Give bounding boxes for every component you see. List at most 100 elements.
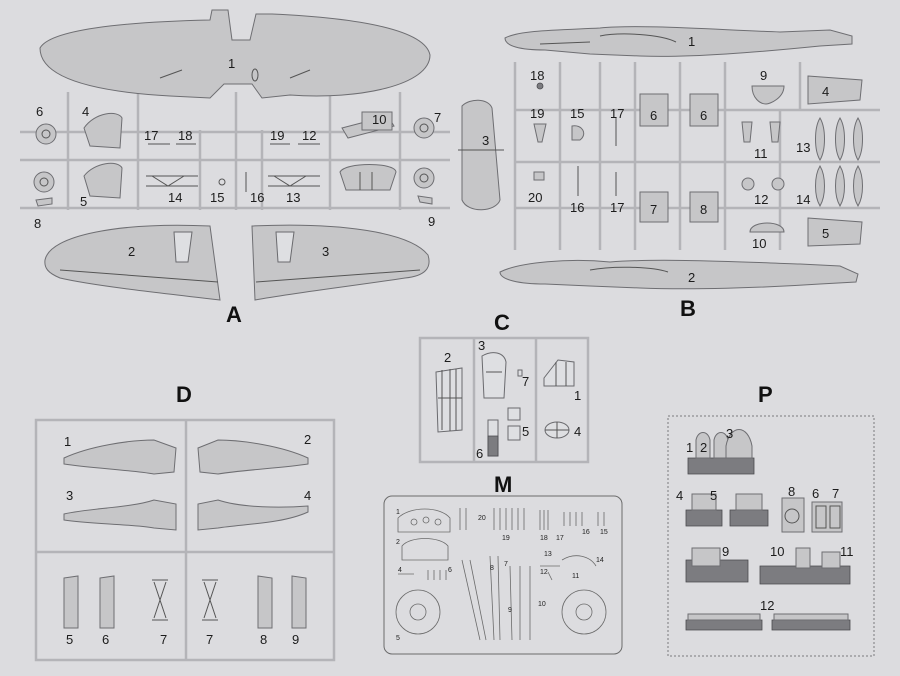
part-b4-tailplane <box>807 75 863 105</box>
label-b18: 18 <box>530 68 544 83</box>
label-p3: 3 <box>726 426 733 441</box>
label-p7: 7 <box>832 486 839 501</box>
sprue-c-letter: C <box>494 310 510 335</box>
part-m-seatbelts <box>459 508 525 530</box>
part-m5-engine-face <box>395 589 441 635</box>
label-a3-tail: 3 <box>482 133 489 148</box>
part-a6-wheel <box>35 123 57 145</box>
label-a13: 13 <box>286 190 300 205</box>
label-m8: 8 <box>490 565 494 572</box>
sprue-a-frame <box>20 92 450 210</box>
label-b14: 14 <box>796 192 810 207</box>
part-a14-strut <box>146 175 198 187</box>
label-m2: 2 <box>396 539 400 546</box>
label-b19: 19 <box>530 106 544 121</box>
part-b7-panel <box>639 191 669 223</box>
part-b11-exhaust <box>741 121 781 143</box>
label-p1: 1 <box>686 440 693 455</box>
label-b2: 2 <box>688 270 695 285</box>
part-p-base-2 <box>685 509 723 527</box>
sprue-b: 1 2 4 5 6 6 7 8 9 10 11 12 13 14 15 16 1… <box>499 26 880 321</box>
part-p8-plate <box>781 497 805 533</box>
label-m18: 18 <box>540 535 548 542</box>
part-b5-tailplane <box>807 217 863 247</box>
resin-p-letter: P <box>758 382 773 407</box>
part-p12-base-left <box>685 619 763 631</box>
label-c6: 6 <box>476 446 483 461</box>
resin-p-frame <box>667 415 875 657</box>
part-b10-bowl <box>749 222 785 233</box>
sprue-c-labels: 1 2 3 4 5 6 7 <box>444 338 581 461</box>
label-m7: 7 <box>504 561 508 568</box>
label-m14: 14 <box>596 557 604 564</box>
label-b12: 12 <box>754 192 768 207</box>
label-d3: 3 <box>66 488 73 503</box>
label-a2: 2 <box>128 244 135 259</box>
part-d8-door <box>257 575 273 629</box>
label-b13: 13 <box>796 140 810 155</box>
label-a18: 18 <box>178 128 192 143</box>
part-a1-upper-wing <box>39 9 431 99</box>
part-b6-panel-2 <box>689 93 719 127</box>
label-c4: 4 <box>574 424 581 439</box>
label-p12: 12 <box>760 598 774 613</box>
part-d3-nacelle <box>63 499 177 531</box>
label-b20: 20 <box>528 190 542 205</box>
part-p10-base <box>759 565 851 585</box>
label-d7-2: 7 <box>206 632 213 647</box>
part-d1-nacelle <box>63 439 177 475</box>
label-m9: 9 <box>508 607 512 614</box>
label-b6: 6 <box>650 108 657 123</box>
part-d7-leg-2 <box>202 579 218 621</box>
label-b8: 8 <box>700 202 707 217</box>
label-m13: 13 <box>544 551 552 558</box>
label-a5: 5 <box>80 194 87 209</box>
part-b2-fuselage-half <box>499 259 859 290</box>
label-m6: 6 <box>448 567 452 574</box>
label-p8: 8 <box>788 484 795 499</box>
label-a15: 15 <box>210 190 224 205</box>
label-c2: 2 <box>444 350 451 365</box>
part-d7-leg <box>152 579 168 621</box>
sprue-c: 1 2 3 4 5 6 7 C <box>418 310 590 464</box>
part-d5-door <box>63 575 79 629</box>
label-b16: 16 <box>570 200 584 215</box>
part-a9-wheel <box>413 167 435 189</box>
sprue-a-labels: 1 2 3 3 4 5 6 7 8 9 10 12 13 14 15 16 17… <box>34 56 489 259</box>
part-m-rods <box>461 555 531 641</box>
part-a8-wheel-cover <box>35 197 53 207</box>
label-p9: 9 <box>722 544 729 559</box>
part-a13-strut <box>268 175 320 187</box>
fret-m-letter: M <box>494 472 512 497</box>
label-c5: 5 <box>522 424 529 439</box>
label-d6: 6 <box>102 632 109 647</box>
resin-p-labels: 1 2 3 4 5 6 7 8 9 10 11 12 <box>676 426 854 613</box>
part-a3-lower-wing-right <box>251 224 430 301</box>
part-b14-blades <box>815 165 863 207</box>
label-p5: 5 <box>710 488 717 503</box>
label-c3: 3 <box>478 338 485 353</box>
sprue-d: 1 2 3 4 5 6 7 7 8 9 D <box>34 382 336 662</box>
part-a5-cowl <box>83 162 123 199</box>
part-a2-lower-wing-left <box>44 224 221 301</box>
label-a3: 3 <box>322 244 329 259</box>
label-d8: 8 <box>260 632 267 647</box>
part-m1-panel <box>397 508 451 533</box>
part-c2-canopy <box>435 367 463 433</box>
label-m12: 12 <box>540 569 548 576</box>
label-b1: 1 <box>688 34 695 49</box>
label-c1: 1 <box>574 388 581 403</box>
label-a17: 17 <box>144 128 158 143</box>
label-a10: 10 <box>372 112 386 127</box>
part-p6-seat <box>811 501 843 533</box>
fret-m-frame <box>383 495 623 655</box>
part-a-radiator <box>339 164 397 191</box>
resin-p: 1 2 3 4 5 6 7 8 9 10 11 12 P <box>667 382 875 657</box>
label-m5: 5 <box>396 635 400 642</box>
label-a6: 6 <box>36 104 43 119</box>
sprue-a: 1 2 3 3 4 5 6 7 8 9 10 12 13 14 15 16 17… <box>20 9 504 327</box>
sprue-d-frame <box>34 418 336 662</box>
label-m20: 20 <box>478 515 486 522</box>
label-p2: 2 <box>700 440 707 455</box>
